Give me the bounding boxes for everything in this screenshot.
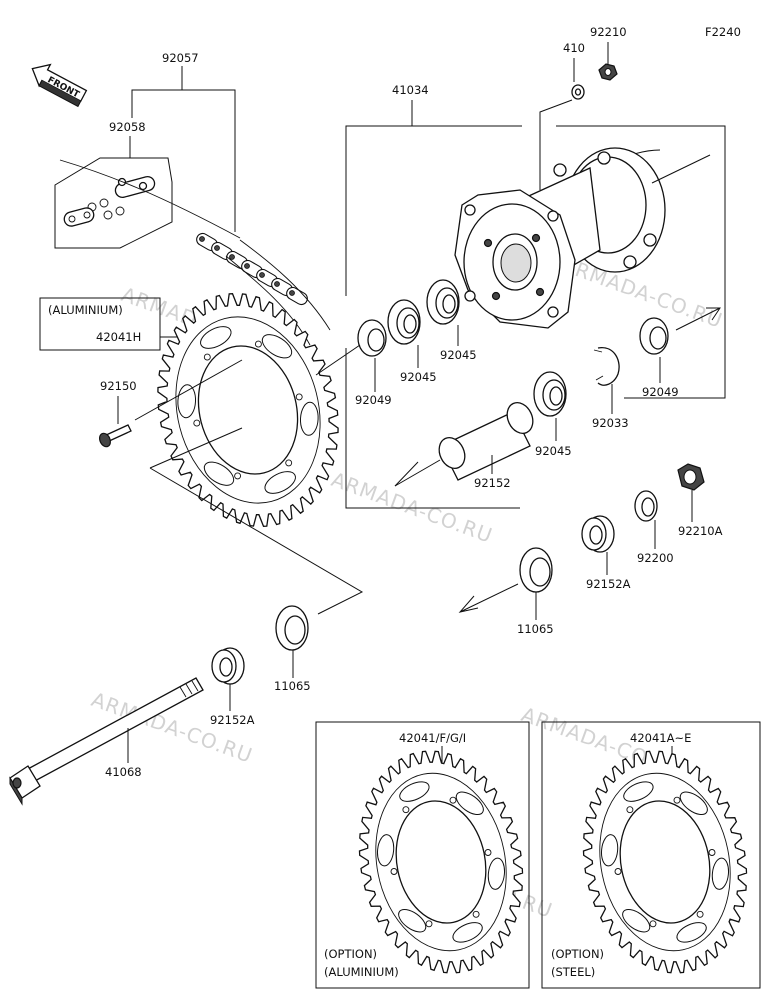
- label-92210A: 92210A: [678, 524, 723, 538]
- spacer-92152: 92152: [394, 401, 534, 490]
- circlip-92033: 92033: [592, 347, 629, 430]
- nut-92210A: 92210A: [677, 463, 723, 538]
- collar-92152A-left: 92152A: [210, 647, 255, 727]
- rear-hub-41034: [454, 147, 711, 329]
- label-92152: 92152: [474, 476, 511, 490]
- label-11065-right: 11065: [517, 622, 554, 636]
- label-41068: 41068: [105, 765, 142, 779]
- sprocket-42041-fgi: [358, 750, 524, 974]
- watermark: ARMADA-CO.RU: [328, 467, 496, 548]
- option-part-number: 42041A~E: [630, 731, 691, 745]
- label-92152A-left: 92152A: [210, 713, 255, 727]
- callout-92058: 92058: [54, 120, 173, 249]
- option-line-2: (STEEL): [551, 965, 595, 979]
- option-box-aluminium: 42041/F/G/I (OPTION) (ALUMINIUM): [315, 721, 530, 989]
- label-92150: 92150: [100, 379, 137, 393]
- label-92058: 92058: [109, 120, 146, 134]
- label-92033: 92033: [592, 416, 629, 430]
- callout-410: 410: [539, 41, 585, 190]
- callout-92210: 92210: [590, 25, 627, 81]
- label-42041H: 42041H: [96, 330, 141, 344]
- label-92045-c: 92045: [535, 444, 572, 458]
- seal-92049-left: 92049: [355, 319, 392, 407]
- callout-92057: 92057: [131, 51, 236, 232]
- callout-41034: 41034: [345, 83, 726, 509]
- collar-92152A-right: 92152A: [581, 515, 631, 591]
- bolt-92150: 92150: [98, 379, 137, 448]
- label-92045-a: 92045: [400, 370, 437, 384]
- bearing-92045-b: 92045: [426, 279, 477, 362]
- sprocket-42041a-e: [582, 750, 748, 974]
- option-part-number: 42041/F/G/I: [399, 731, 466, 745]
- seal-92049-right: 92049: [639, 307, 721, 399]
- sprocket-42041H: [157, 293, 339, 527]
- label-41034: 41034: [392, 83, 429, 97]
- label-92152A-right: 92152A: [586, 577, 631, 591]
- label-92210: 92210: [590, 25, 627, 39]
- watermark: ARMADA-CO.RU: [558, 252, 726, 333]
- front-arrow: FRONT: [31, 63, 88, 108]
- label-92057: 92057: [162, 51, 199, 65]
- figure-code: F2240: [705, 25, 741, 39]
- label-92045-b: 92045: [440, 348, 477, 362]
- option-line-1: (OPTION): [551, 947, 604, 961]
- drive-chain: [196, 232, 308, 306]
- label-92200: 92200: [637, 551, 674, 565]
- label-92049-right: 92049: [642, 385, 679, 399]
- bearing-92045-a: 92045: [387, 299, 437, 384]
- seal-11065-right: 11065: [458, 547, 554, 636]
- label-92049-left: 92049: [355, 393, 392, 407]
- label-11065-left: 11065: [274, 679, 311, 693]
- aluminium-label: (ALUMINIUM): [48, 303, 123, 317]
- master-link-parts: [59, 159, 241, 239]
- washer-92200: 92200: [634, 490, 674, 565]
- callout-42041H: (ALUMINIUM) 42041H: [39, 297, 180, 351]
- option-line-1: (OPTION): [324, 947, 377, 961]
- option-line-2: (ALUMINIUM): [324, 965, 399, 979]
- seal-11065-left: 11065: [274, 605, 311, 693]
- bearing-92045-c: 92045: [533, 371, 572, 458]
- option-box-steel: 42041A~E (OPTION) (STEEL): [541, 721, 761, 989]
- axle-41068: 41068: [9, 677, 204, 806]
- label-410: 410: [563, 41, 585, 55]
